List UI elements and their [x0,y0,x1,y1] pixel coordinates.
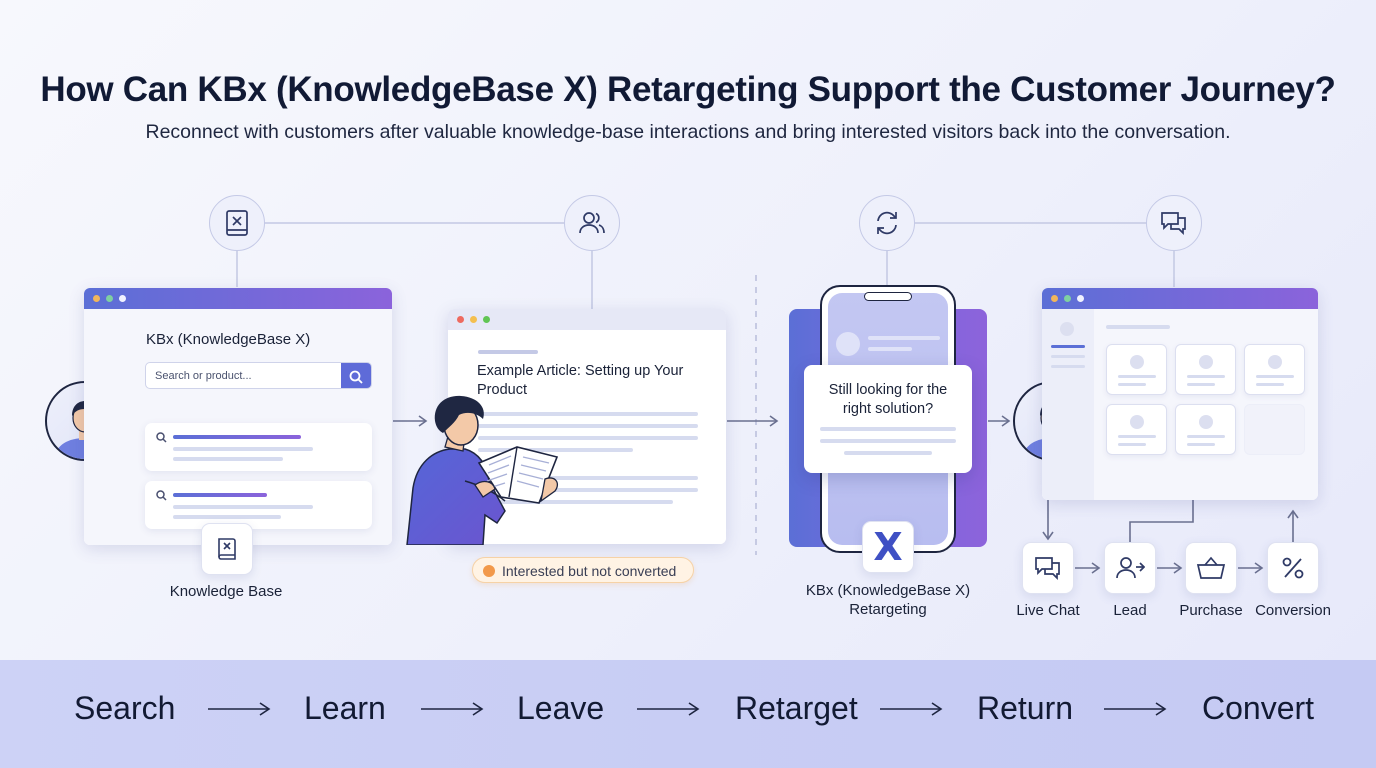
window-titlebar [84,288,392,309]
result-card[interactable] [145,481,372,529]
stage-search: Search [74,690,176,726]
stage-return: Return [977,690,1074,726]
search-input[interactable]: Search or product... [145,362,372,389]
window-titlebar [1042,288,1318,309]
search-icon [349,370,363,384]
chat-bubbles-icon [1146,195,1202,251]
stage-leave: Leave [517,690,605,726]
step-label-live-chat: Live Chat [1016,602,1080,619]
page-title: How Can KBx (KnowledgeBase X) Retargetin… [40,70,1336,109]
brand-mark: X [873,525,903,569]
kb-panel-title: KBx (KnowledgeBase X) [146,331,311,348]
search-icon [156,432,167,443]
dashboard-card[interactable] [1175,404,1236,455]
knowledge-base-caption: Knowledge Base [169,583,283,600]
dashboard-card-empty [1244,404,1305,455]
retargeting-caption: KBx (KnowledgeBase X) Retargeting [805,582,971,618]
connector-lines [236,222,1299,574]
step-label-conversion: Conversion [1255,602,1331,619]
dashboard-sidebar [1042,309,1094,500]
result-card[interactable] [145,423,372,471]
dashboard-card[interactable] [1244,344,1305,395]
journey-stage-band [0,660,1376,768]
page-subtitle: Reconnect with customers after valuable … [145,121,1231,143]
refresh-cycle-icon [859,195,915,251]
basket-icon [1185,542,1237,594]
brand-logo-icon: X [862,521,914,573]
stage-retarget: Retarget [735,690,858,726]
window-titlebar [448,309,726,330]
dashboard-card[interactable] [1106,404,1167,455]
status-badge: Interested but not converted [472,557,694,583]
search-button[interactable] [341,363,371,388]
search-icon [156,490,167,501]
status-text: Interested but not converted [502,563,677,579]
article-window: Example Article: Setting up Your Product [448,309,726,544]
reading-person-illustration [406,395,559,545]
chat-icon [1022,542,1074,594]
dashboard-card[interactable] [1175,344,1236,395]
dashboard-window [1042,288,1318,500]
article-title: Example Article: Setting up Your Product [477,363,684,398]
stage-learn: Learn [304,690,386,726]
retarget-popup[interactable]: Still looking for the right solution? [804,365,972,473]
status-dot [483,565,495,577]
book-icon [201,523,253,575]
add-user-icon [1104,542,1156,594]
stage-convert: Convert [1202,690,1315,726]
popup-message: Still looking for the right solution? [828,382,948,417]
percent-icon [1267,542,1319,594]
step-label-lead: Lead [1113,602,1147,619]
stage-arrows [208,702,1167,716]
step-label-purchase: Purchase [1179,602,1243,619]
search-placeholder: Search or product... [155,370,252,382]
dashboard-card[interactable] [1106,344,1167,395]
knowledge-book-icon [209,195,265,251]
knowledge-base-window: KBx (KnowledgeBase X) Search or product.… [84,288,392,545]
users-icon [564,195,620,251]
